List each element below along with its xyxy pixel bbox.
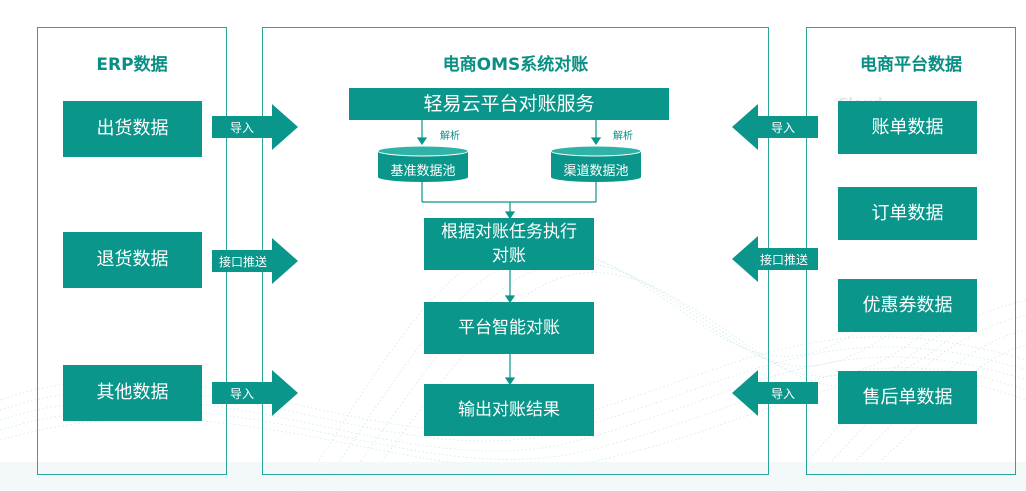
right-arrow-import-1 bbox=[732, 104, 818, 150]
step-execute-reconciliation: 根据对账任务执行对账 bbox=[424, 218, 594, 270]
left-arrow-label-2: 接口推送 bbox=[218, 255, 267, 269]
right-arrow-label-1: 导入 bbox=[770, 121, 795, 135]
step-execute-text: 根据对账任务执行对账 bbox=[441, 222, 577, 266]
erp-item-other: 其他数据 bbox=[63, 365, 202, 421]
right-arrow-push bbox=[732, 236, 818, 282]
pool-right-cylinder bbox=[550, 145, 642, 182]
left-arrow-import-1 bbox=[212, 104, 298, 150]
step-smart-reconciliation: 平台智能对账 bbox=[424, 302, 594, 354]
pool-right-label: 渠道数据池 bbox=[563, 164, 629, 179]
platform-item-aftersale: 售后单数据 bbox=[838, 371, 977, 424]
platform-item-bill: 账单数据 bbox=[838, 101, 977, 154]
middle-connectors bbox=[416, 120, 602, 386]
platform-panel-title: 电商平台数据 bbox=[860, 55, 962, 75]
oms-panel-title: 电商OMS系统对账 bbox=[442, 55, 589, 75]
pool-left-label: 基准数据池 bbox=[390, 164, 456, 179]
platform-item-coupon: 优惠券数据 bbox=[838, 279, 977, 332]
erp-item-return: 退货数据 bbox=[63, 232, 202, 288]
right-arrow-label-2: 接口推送 bbox=[759, 253, 808, 267]
right-arrow-import-2 bbox=[732, 370, 818, 416]
pool-left-cylinder bbox=[377, 145, 469, 182]
left-arrow-import-2 bbox=[212, 370, 298, 416]
parse-label-left: 解析 bbox=[440, 131, 460, 142]
parse-label-right: 解析 bbox=[613, 131, 633, 142]
left-arrow-push bbox=[212, 238, 298, 284]
left-arrow-label-3: 导入 bbox=[229, 387, 254, 401]
erp-panel-title: ERP数据 bbox=[96, 55, 168, 75]
right-arrow-label-3: 导入 bbox=[770, 387, 795, 401]
left-arrow-label-1: 导入 bbox=[229, 121, 254, 135]
service-bar: 轻易云平台对账服务 bbox=[349, 88, 669, 120]
step-output-result: 输出对账结果 bbox=[424, 384, 594, 436]
erp-item-shipment: 出货数据 bbox=[63, 101, 202, 157]
platform-item-order: 订单数据 bbox=[838, 187, 977, 240]
